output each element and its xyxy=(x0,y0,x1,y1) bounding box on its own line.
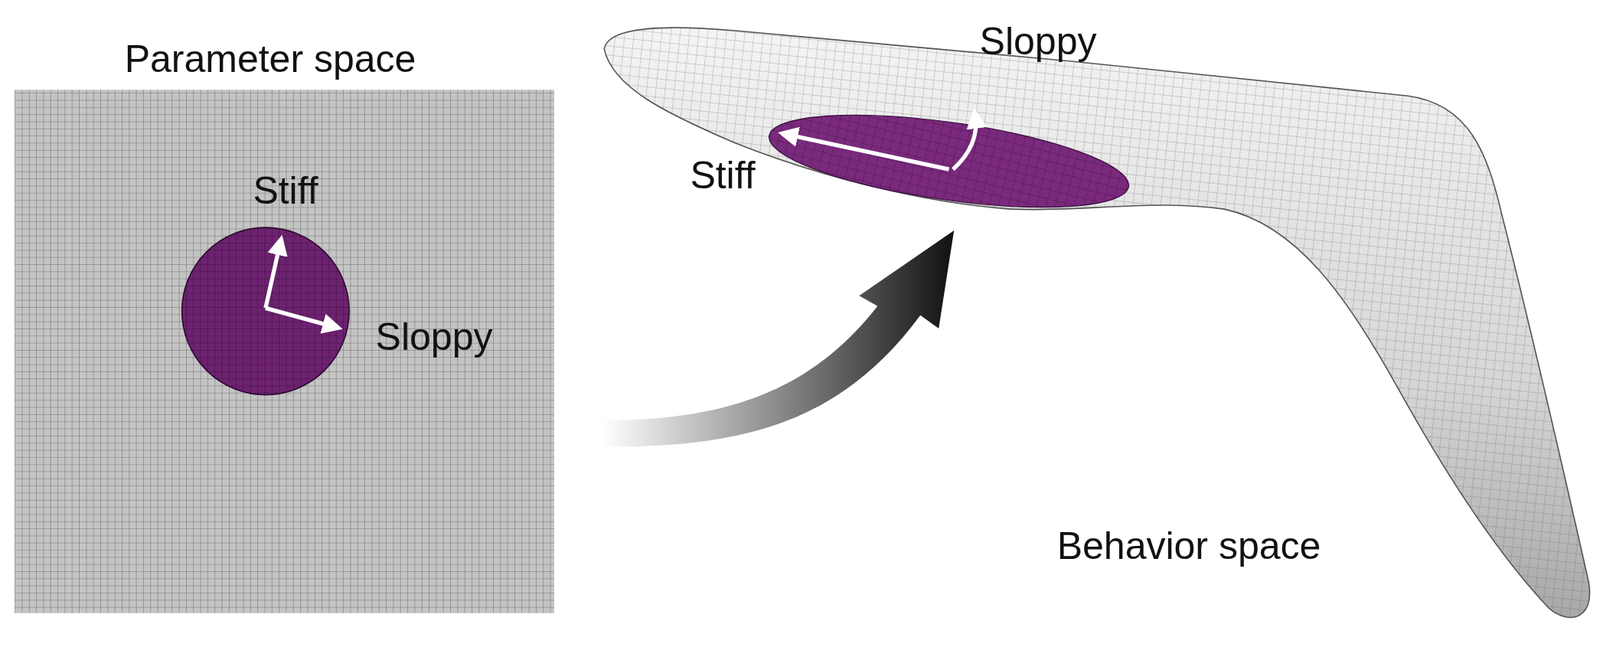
sloppy-arrow xyxy=(265,307,334,327)
sloppy-arrow xyxy=(953,118,977,170)
direction-label: Sloppy xyxy=(979,20,1098,63)
direction-label: Stiff xyxy=(689,154,755,197)
direction-label: Stiff xyxy=(252,169,318,213)
stiff-arrow xyxy=(787,134,950,170)
mapping-arrow xyxy=(602,230,955,447)
behavior-manifold xyxy=(604,27,1590,618)
parameter-disc xyxy=(182,227,350,395)
panel-title: Parameter space xyxy=(124,38,417,81)
direction-label: Sloppy xyxy=(375,316,494,359)
panel-title: Behavior space xyxy=(1057,525,1322,568)
stiff-arrow xyxy=(265,244,281,309)
parameter-grid xyxy=(14,89,555,613)
